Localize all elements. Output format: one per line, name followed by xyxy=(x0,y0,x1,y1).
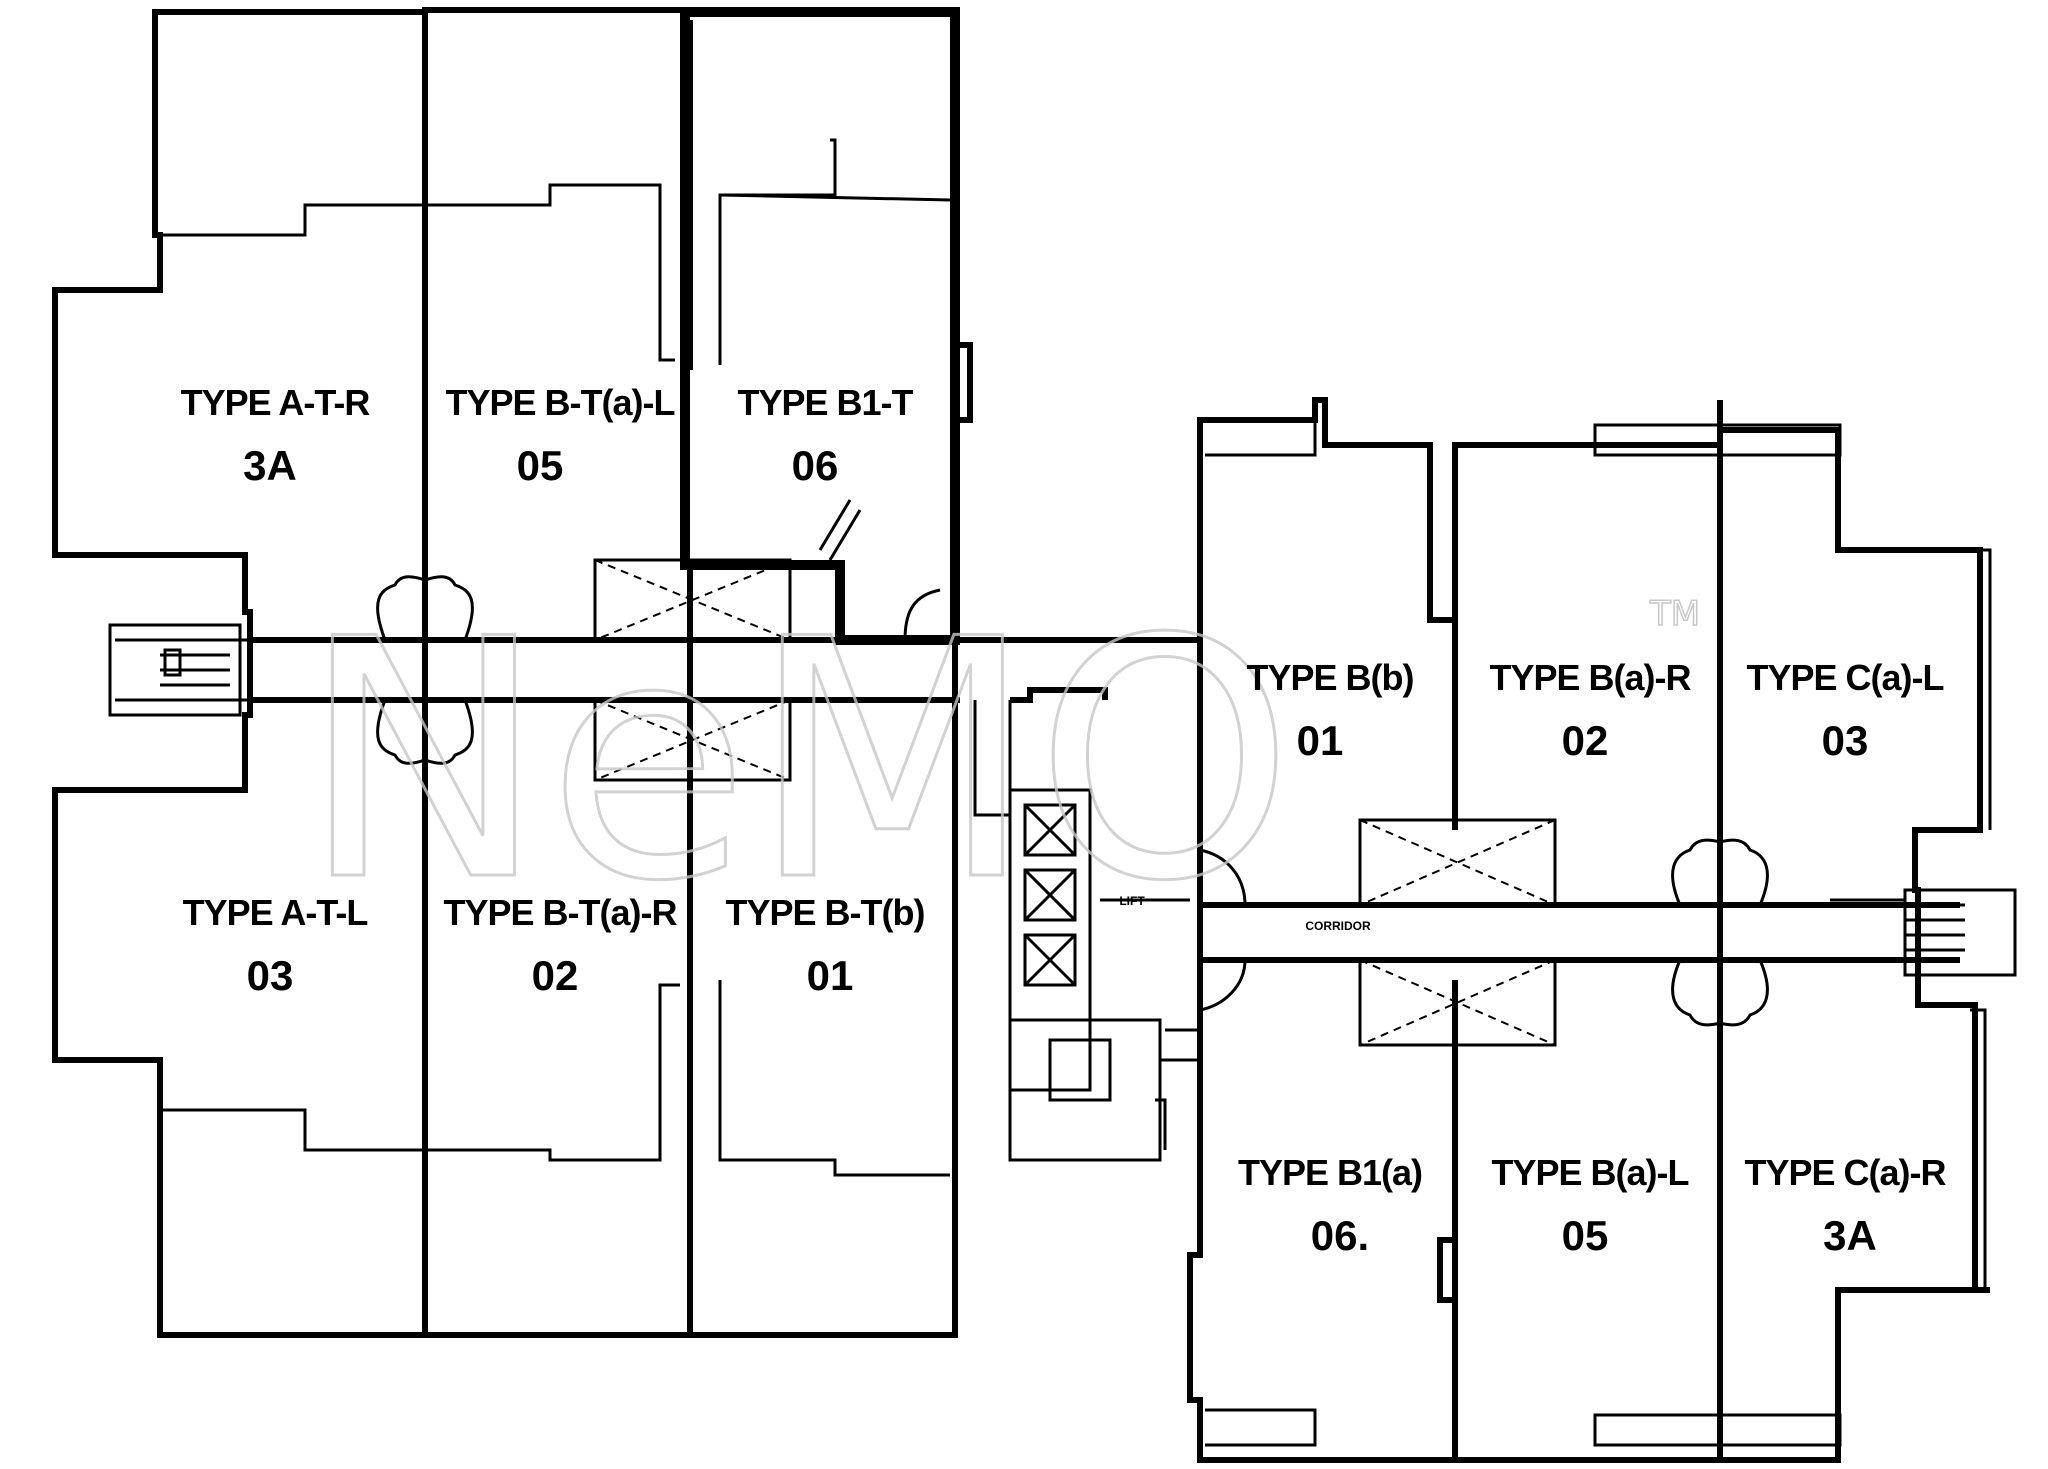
unit-type-label: TYPE B1-T xyxy=(737,382,913,423)
unit-number-label: 06. xyxy=(1311,1212,1369,1259)
unit-number-label: 02 xyxy=(532,952,579,999)
unit-type-label: TYPE B(b) xyxy=(1247,657,1414,698)
unit-type-label: TYPE C(a)-L xyxy=(1746,657,1943,698)
watermark: NeMO TM xyxy=(299,568,1701,955)
unit-type-label: TYPE B1(a) xyxy=(1238,1152,1422,1193)
unit-number-label: 06 xyxy=(792,442,839,489)
air-well-lower-right xyxy=(1358,958,1557,1047)
lift-core: LIFT xyxy=(955,637,1202,1162)
air-well-upper-right xyxy=(1358,818,1557,907)
unit-type-label: TYPE B-T(b) xyxy=(726,892,925,933)
unit-number-label: 05 xyxy=(1562,1212,1609,1259)
corridor-label: CORRIDOR xyxy=(1305,919,1371,933)
unit-type-label: TYPE A-T-R xyxy=(181,382,371,423)
watermark-text: NeMO xyxy=(300,569,1294,953)
unit-number-label: 01 xyxy=(1297,717,1344,764)
air-well-lower-left xyxy=(593,698,792,782)
air-well-upper-left xyxy=(593,558,792,642)
unit-number-label: 01 xyxy=(807,952,854,999)
unit-type-label: TYPE A-T-L xyxy=(183,892,368,933)
watermark-tm: TM xyxy=(1649,594,1700,634)
unit-number-label: 03 xyxy=(247,952,294,999)
left-block xyxy=(52,7,973,1338)
unit-type-label: TYPE B(a)-L xyxy=(1491,1152,1688,1193)
lift-label: LIFT xyxy=(1119,894,1145,908)
unit-type-label: TYPE B-T(a)-R xyxy=(444,892,678,933)
unit-type-label: TYPE B-T(a)-L xyxy=(446,382,675,423)
unit-number-label: 03 xyxy=(1822,717,1869,764)
unit-number-label: 3A xyxy=(1823,1212,1877,1259)
unit-number-label: 3A xyxy=(243,442,297,489)
unit-labels: TYPE A-T-R 3A TYPE B-T(a)-L 05 TYPE B1-T… xyxy=(181,382,1948,1259)
right-block: CORRIDOR xyxy=(1187,397,2017,1463)
unit-type-label: TYPE C(a)-R xyxy=(1744,1152,1946,1193)
unit-number-label: 02 xyxy=(1562,717,1609,764)
unit-number-label: 05 xyxy=(517,442,564,489)
unit-type-label: TYPE B(a)-R xyxy=(1489,657,1691,698)
